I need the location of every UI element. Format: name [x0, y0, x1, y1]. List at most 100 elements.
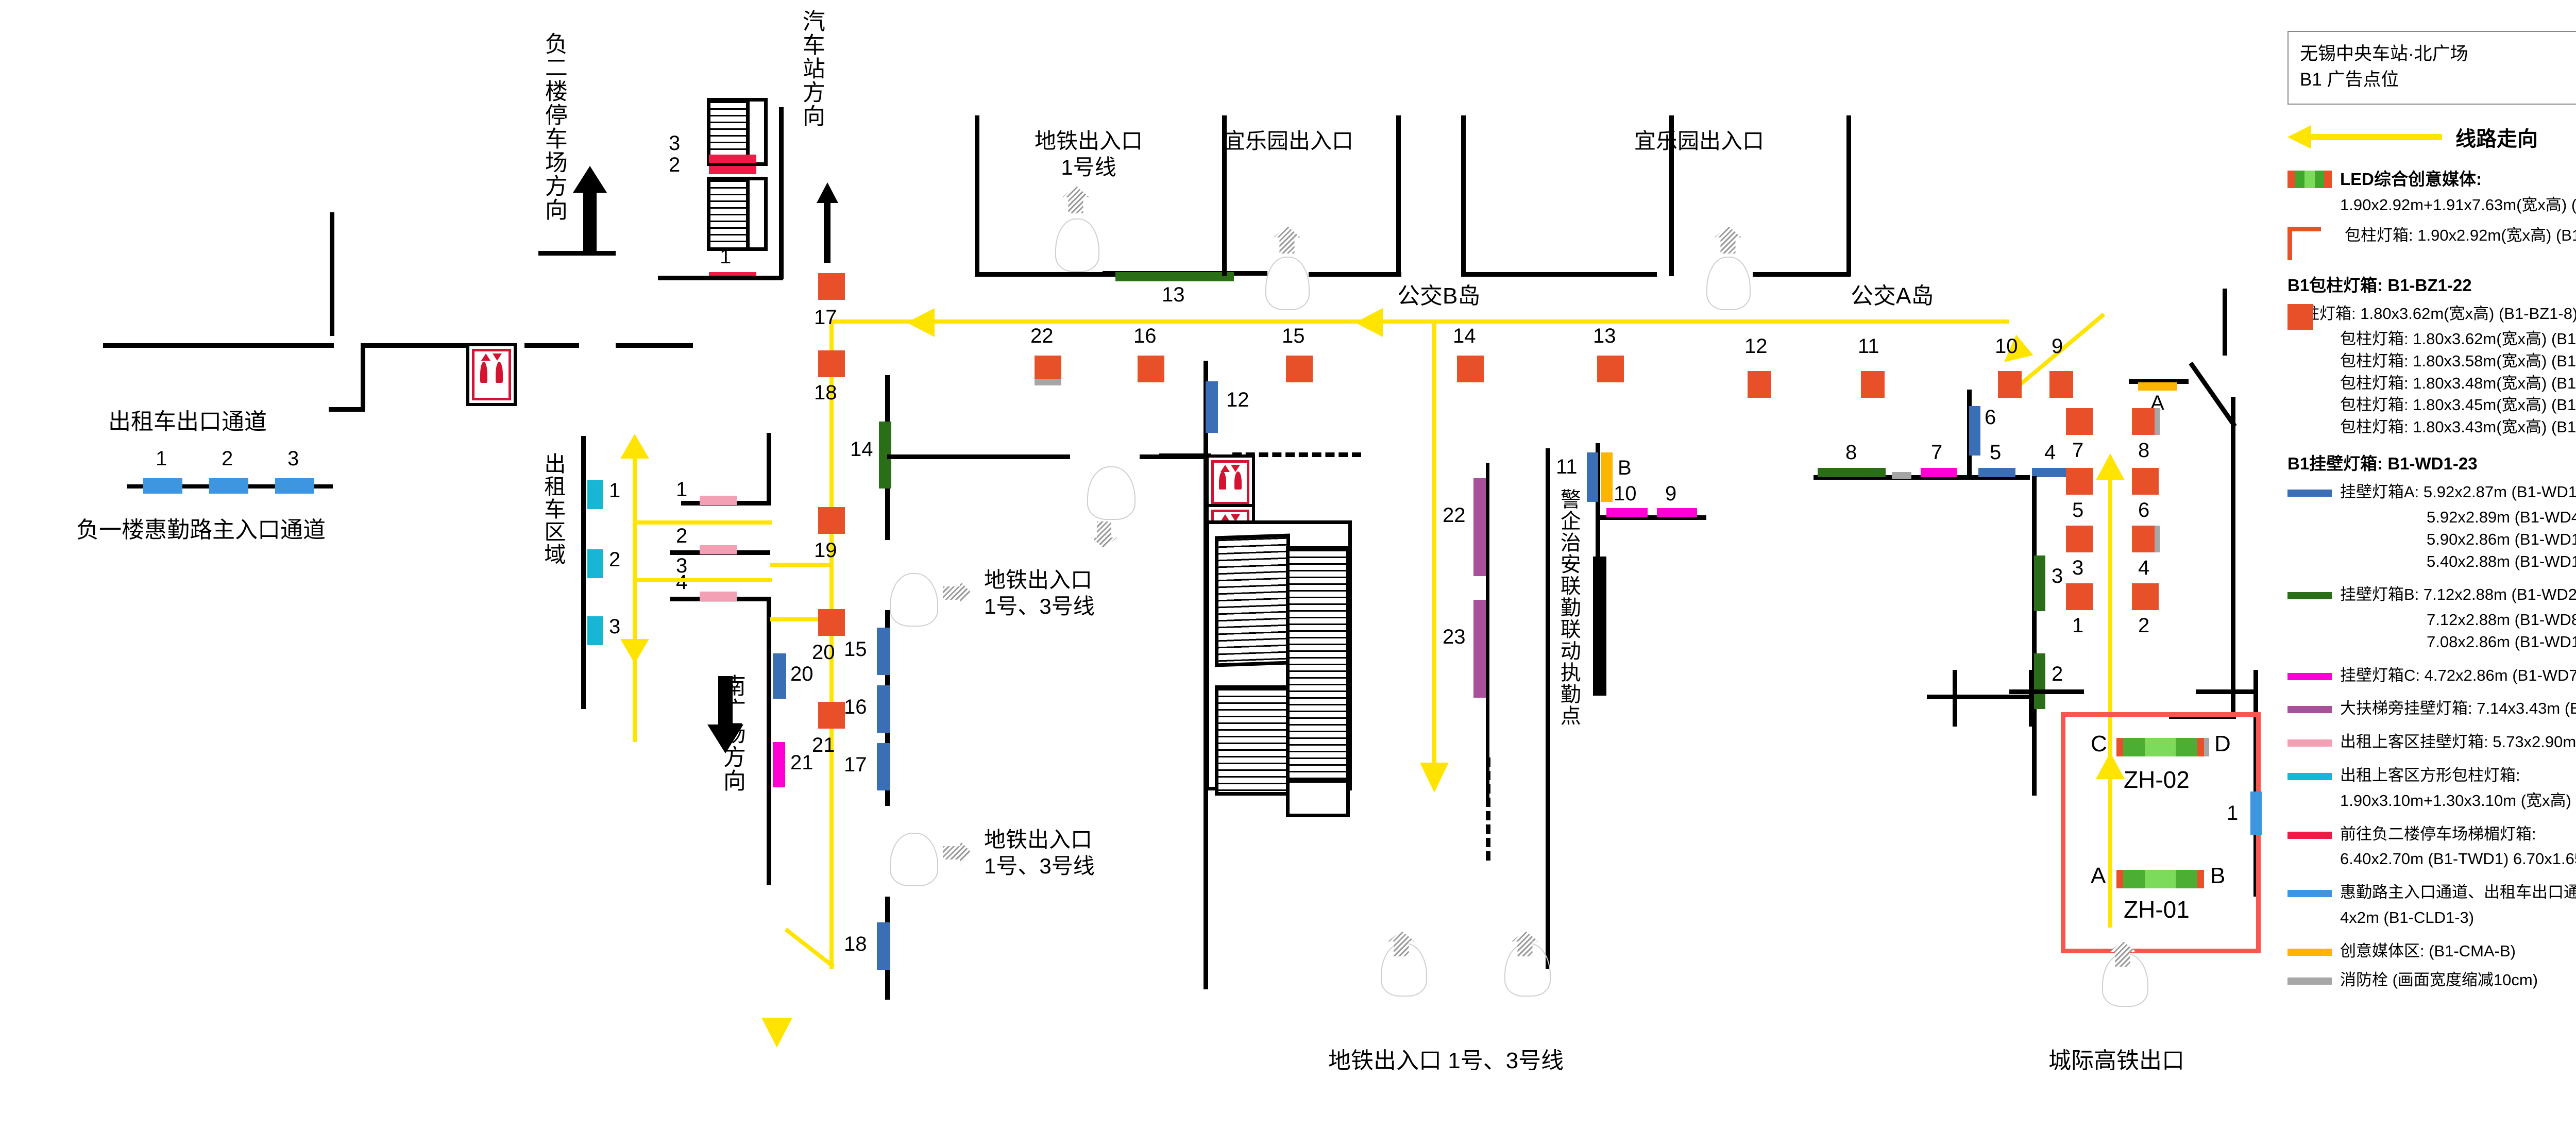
twd-marker-2[interactable]: [709, 166, 756, 174]
bz-marker-4[interactable]: [2132, 526, 2159, 552]
bz-marker-3[interactable]: [2066, 526, 2093, 552]
wall-elev-left-bottom: [329, 407, 365, 412]
wd-marker-10[interactable]: [1606, 508, 1648, 517]
bz-marker-13[interactable]: [1597, 356, 1624, 382]
wall-right-of-stairs: [779, 107, 784, 279]
twd-label-3: 3: [669, 132, 681, 155]
zh02-led-end-right: [2197, 738, 2204, 756]
label-taxi-exit-channel: 出租车出口通道: [108, 409, 267, 434]
bz-label-10: 10: [1995, 335, 2018, 358]
wd-marker-2[interactable]: [2034, 653, 2045, 709]
bz-marker-2[interactable]: [2132, 583, 2159, 610]
bz-label-12: 12: [1744, 335, 1768, 358]
pedestrian-icon-metro-1: [890, 573, 938, 627]
legend-route-label: 线路走向: [2455, 128, 2538, 151]
wd-marker-5[interactable]: [1978, 468, 2015, 477]
wall-zh-right-v: [2253, 670, 2258, 897]
wd-marker-17[interactable]: [877, 743, 890, 790]
cbz-marker-3[interactable]: [587, 616, 603, 645]
dashed-line-hall-right: [1486, 757, 1490, 861]
wd-marker-18[interactable]: [877, 922, 890, 970]
legend-wd-heading: B1挂壁灯箱: B1-WD1-23: [2287, 453, 2478, 473]
wd-marker-3[interactable]: [2034, 555, 2045, 611]
bz-marker-17[interactable]: [818, 273, 845, 300]
arrow-down-south-plaza: [718, 676, 733, 728]
cld-marker-1[interactable]: [143, 478, 182, 494]
wd-marker-8[interactable]: [1818, 468, 1886, 477]
wd-marker-20[interactable]: [773, 653, 786, 699]
cbz-marker-2[interactable]: [587, 549, 603, 578]
wd-marker-7[interactable]: [1921, 468, 1957, 477]
elevator-chevrons-h1: [1214, 465, 1247, 472]
legend-cld-row: 惠勤路主入口通道、出租车出口通道落地双面灯箱广告:: [2287, 882, 2576, 904]
legend-corner-row: 包柱灯箱: 1.90x2.92m(宽x高) (B1-BZA-D): [2287, 225, 2576, 260]
route-left-tail: [829, 876, 834, 958]
label-metro-entrance-low: 地铁出入口 1号、3号线: [984, 828, 1095, 879]
zh02-label-d: D: [2214, 731, 2231, 756]
wd-marker-9[interactable]: [1657, 508, 1697, 517]
zh02-led-bar[interactable]: [2116, 738, 2204, 756]
cwd-marker-4[interactable]: [700, 592, 737, 601]
wd-marker-4[interactable]: [2032, 468, 2071, 477]
bz-label-21: 21: [812, 734, 835, 756]
bz-marker-8[interactable]: [2132, 408, 2159, 435]
label-parking-b2-direction: 负二楼停车场方向: [541, 32, 567, 222]
bz-marker-20[interactable]: [818, 609, 845, 636]
label-taxi-zone: 出租车区域: [541, 452, 566, 566]
zh01-led-bar[interactable]: [2116, 870, 2204, 888]
bz-marker-14[interactable]: [1457, 356, 1484, 382]
bz-label-17: 17: [814, 306, 837, 329]
route-taxi-loop-bot: [633, 578, 772, 582]
twd-marker-3[interactable]: [709, 155, 756, 163]
bz-marker-15[interactable]: [1286, 356, 1313, 382]
cld-marker-3[interactable]: [275, 478, 314, 494]
bz-marker-6[interactable]: [2132, 468, 2159, 495]
zh01-led-block-left: [2123, 870, 2145, 888]
wd-label-13: 13: [1162, 283, 1185, 306]
cma-marker-a[interactable]: [2138, 382, 2177, 391]
cld-marker-2[interactable]: [209, 478, 248, 494]
bz-marker-7[interactable]: [2066, 408, 2093, 435]
route-left-vert: [829, 319, 834, 969]
bz-marker-9[interactable]: [2049, 371, 2073, 398]
label-metro-entrance-mid: 地铁出入口 1号、3号线: [984, 568, 1095, 619]
wd-marker-12[interactable]: [1206, 381, 1218, 433]
wd-marker-13[interactable]: [1115, 272, 1234, 281]
twd-label-2: 2: [669, 154, 681, 176]
cbz-marker-1[interactable]: [587, 480, 603, 509]
cld-marker-zh-side[interactable]: [2250, 791, 2262, 835]
cma-marker-b[interactable]: [1601, 452, 1613, 502]
wall-entry3-bottom: [1461, 272, 1657, 277]
pedestrian-icon-metro-0: [1087, 466, 1136, 520]
bz-marker-10[interactable]: [1998, 371, 2022, 398]
cwd-marker-2[interactable]: [700, 545, 737, 554]
bz-marker-18[interactable]: [818, 350, 845, 377]
wd-marker-23[interactable]: [1473, 600, 1486, 698]
route-arrow-head: [2287, 125, 2311, 149]
wd-marker-16[interactable]: [877, 685, 890, 733]
bz-label-6: 6: [2138, 499, 2150, 521]
bz-marker-1[interactable]: [2066, 583, 2093, 610]
legend-bz-spec-6: 包柱灯箱: 1.80x3.43m(宽x高) (B1-BZ20): [2340, 418, 2576, 436]
wd-label-23: 23: [1443, 626, 1466, 648]
wd-marker-22[interactable]: [1473, 478, 1486, 576]
wd-marker-15[interactable]: [877, 628, 890, 675]
wd-marker-21[interactable]: [773, 742, 785, 787]
bz-marker-12[interactable]: [1748, 371, 1771, 398]
cbz-label-2: 2: [609, 548, 621, 571]
bz-marker-16[interactable]: [1138, 356, 1164, 382]
wd-marker-6[interactable]: [1969, 406, 1980, 456]
bz-marker-19[interactable]: [818, 507, 845, 534]
cwd-marker-1[interactable]: [700, 496, 737, 505]
bz-marker-21[interactable]: [818, 702, 845, 729]
wd-marker-11[interactable]: [1587, 452, 1598, 502]
bz-marker-11[interactable]: [1861, 371, 1885, 398]
legend-cwd-text: 出租上客区挂壁灯箱: 5.73x2.90m (B1-CWD1-4): [2340, 733, 2576, 751]
legend-led-spec: 1.90x2.92m+1.91x7.63m(宽x高) (B1-ZH-01-02): [2340, 195, 2576, 214]
bz-marker-5[interactable]: [2066, 468, 2093, 495]
zh02-label-c: C: [2091, 731, 2107, 756]
bz-marker-22[interactable]: [1035, 356, 1061, 382]
zh02-led-block-right: [2176, 738, 2197, 756]
legend-cwd-row: 出租上客区挂壁灯箱: 5.73x2.90m (B1-CWD1-4): [2287, 731, 2576, 753]
legend-fire-row: 消防栓 (画面宽度缩减10cm): [2287, 969, 2576, 991]
